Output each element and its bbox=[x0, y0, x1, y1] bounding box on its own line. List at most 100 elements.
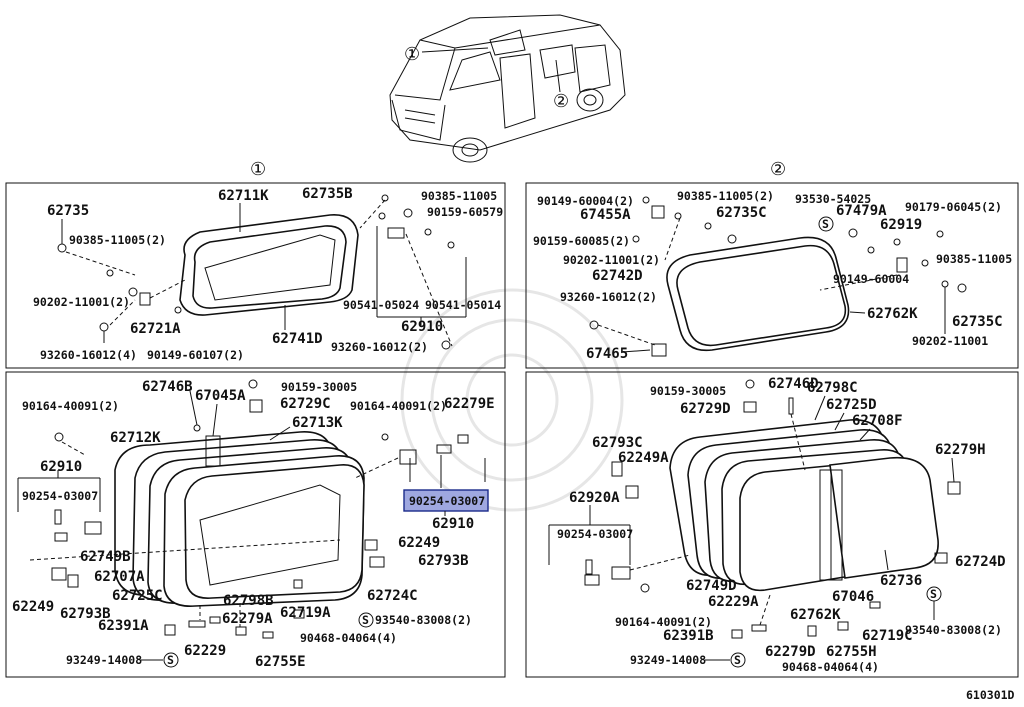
svg-text:93540-83008(2): 93540-83008(2) bbox=[905, 623, 1002, 637]
svg-text:90149-60004: 90149-60004 bbox=[833, 272, 909, 286]
vehicle-illustration bbox=[389, 14, 626, 163]
bl-highlighted-part[interactable]: 90254-03007 bbox=[403, 489, 489, 512]
svg-text:62735C: 62735C bbox=[952, 314, 1003, 330]
svg-text:90164-40091(2): 90164-40091(2) bbox=[615, 615, 712, 629]
svg-text:②: ② bbox=[553, 91, 569, 112]
tl-fasteners bbox=[57, 194, 467, 350]
svg-text:90202-11001(2): 90202-11001(2) bbox=[33, 295, 130, 309]
section-1-label: ① bbox=[250, 159, 266, 180]
svg-text:62736: 62736 bbox=[880, 573, 922, 589]
svg-text:62719A: 62719A bbox=[280, 605, 331, 621]
svg-text:90164-40091(2): 90164-40091(2) bbox=[22, 399, 119, 413]
svg-text:62910: 62910 bbox=[401, 319, 443, 335]
tr-fasteners bbox=[589, 196, 967, 357]
svg-text:62746B: 62746B bbox=[142, 379, 193, 395]
svg-text:90202-11001: 90202-11001 bbox=[912, 334, 988, 348]
svg-text:90385-11005: 90385-11005 bbox=[421, 189, 497, 203]
svg-text:62749B: 62749B bbox=[80, 549, 131, 565]
svg-text:90159-30005: 90159-30005 bbox=[281, 380, 357, 394]
tl-labels: 62735 62711K 62735B 90385-11005 90159-60… bbox=[33, 186, 503, 362]
tr-window-glass bbox=[666, 236, 850, 352]
br-fasteners bbox=[548, 379, 961, 639]
svg-text:62742D: 62742D bbox=[592, 268, 643, 284]
svg-text:62711K: 62711K bbox=[218, 188, 269, 204]
svg-text:62798B: 62798B bbox=[223, 593, 274, 609]
panel-bottom-left bbox=[5, 371, 506, 678]
svg-text:67045A: 67045A bbox=[195, 388, 246, 404]
svg-text:93260-16012(2): 93260-16012(2) bbox=[331, 340, 428, 354]
panel-bottom-right bbox=[525, 371, 1019, 678]
callout-2: ② bbox=[553, 59, 569, 112]
svg-text:93249-14008: 93249-14008 bbox=[66, 653, 142, 667]
svg-text:S: S bbox=[930, 587, 937, 601]
svg-text:93249-14008: 93249-14008 bbox=[630, 653, 706, 667]
svg-text:62735C: 62735C bbox=[716, 205, 767, 221]
tr-labels: 90149-60004(2) 67455A 90385-11005(2) 627… bbox=[533, 189, 1012, 362]
svg-text:90159-60085(2): 90159-60085(2) bbox=[533, 234, 630, 248]
svg-text:62708F: 62708F bbox=[852, 413, 903, 429]
svg-text:62920A: 62920A bbox=[569, 490, 620, 506]
svg-text:90385-11005(2): 90385-11005(2) bbox=[69, 233, 166, 247]
svg-text:S: S bbox=[362, 613, 369, 627]
svg-text:S: S bbox=[734, 653, 741, 667]
svg-text:90159-60579: 90159-60579 bbox=[427, 205, 503, 219]
svg-text:67479A: 67479A bbox=[836, 203, 887, 219]
svg-text:62707A: 62707A bbox=[94, 569, 145, 585]
svg-text:62249A: 62249A bbox=[618, 450, 669, 466]
svg-text:S: S bbox=[167, 653, 174, 667]
svg-text:62249: 62249 bbox=[398, 535, 440, 551]
svg-text:62755H: 62755H bbox=[826, 644, 877, 660]
svg-text:62793C: 62793C bbox=[592, 435, 643, 451]
callout-1: ① bbox=[404, 44, 489, 65]
svg-text:67465: 67465 bbox=[586, 346, 628, 362]
br-window-assembly bbox=[669, 419, 939, 592]
svg-text:62746D: 62746D bbox=[768, 376, 819, 392]
svg-text:62229: 62229 bbox=[184, 643, 226, 659]
svg-text:①: ① bbox=[404, 44, 420, 65]
svg-text:90468-04064(4): 90468-04064(4) bbox=[782, 660, 879, 674]
svg-text:62729C: 62729C bbox=[280, 396, 331, 412]
svg-text:62249: 62249 bbox=[12, 599, 54, 615]
tl-window-glass bbox=[179, 214, 359, 316]
svg-text:62279A: 62279A bbox=[222, 611, 273, 627]
bl-labels: 62746B 67045A 90159-30005 62729C 90164-4… bbox=[12, 379, 495, 670]
panel-top-left bbox=[5, 182, 506, 369]
svg-text:67455A: 67455A bbox=[580, 207, 631, 223]
svg-text:62725C: 62725C bbox=[112, 588, 163, 604]
svg-text:62755E: 62755E bbox=[255, 654, 306, 670]
br-labels: 90159-30005 62746D 62798C 62729D 62725D … bbox=[557, 376, 1006, 674]
svg-text:90254-03007: 90254-03007 bbox=[22, 489, 98, 503]
svg-text:62749D: 62749D bbox=[686, 578, 737, 594]
svg-text:62793B: 62793B bbox=[60, 606, 111, 622]
svg-text:93260-16012(4): 93260-16012(4) bbox=[40, 348, 137, 362]
svg-text:62725D: 62725D bbox=[826, 397, 877, 413]
svg-text:93530-54025: 93530-54025 bbox=[795, 192, 871, 206]
svg-text:90149-60004(2): 90149-60004(2) bbox=[537, 194, 634, 208]
svg-text:62910: 62910 bbox=[40, 459, 82, 475]
svg-text:62724D: 62724D bbox=[955, 554, 1006, 570]
svg-text:62741D: 62741D bbox=[272, 331, 323, 347]
svg-text:S: S bbox=[822, 217, 829, 231]
svg-text:90159-30005: 90159-30005 bbox=[650, 384, 726, 398]
svg-text:62279D: 62279D bbox=[765, 644, 816, 660]
bl-fasteners bbox=[17, 379, 486, 639]
svg-text:90541-05024: 90541-05024 bbox=[343, 298, 419, 312]
svg-text:62762K: 62762K bbox=[790, 607, 841, 623]
svg-text:62229A: 62229A bbox=[708, 594, 759, 610]
svg-text:62279H: 62279H bbox=[935, 442, 986, 458]
svg-text:67046: 67046 bbox=[832, 589, 874, 605]
svg-text:62798C: 62798C bbox=[807, 380, 858, 396]
section-2-label: ② bbox=[770, 159, 786, 180]
svg-text:90385-11005(2): 90385-11005(2) bbox=[677, 189, 774, 203]
svg-text:62735: 62735 bbox=[47, 203, 89, 219]
svg-text:90179-06045(2): 90179-06045(2) bbox=[905, 200, 1002, 214]
svg-text:62712K: 62712K bbox=[110, 430, 161, 446]
svg-text:62793B: 62793B bbox=[418, 553, 469, 569]
svg-text:90468-04064(4): 90468-04064(4) bbox=[300, 631, 397, 645]
svg-text:62391A: 62391A bbox=[98, 618, 149, 634]
svg-text:90254-03007: 90254-03007 bbox=[557, 527, 633, 541]
svg-text:62719C: 62719C bbox=[862, 628, 913, 644]
svg-text:93260-16012(2): 93260-16012(2) bbox=[560, 290, 657, 304]
svg-text:62721A: 62721A bbox=[130, 321, 181, 337]
